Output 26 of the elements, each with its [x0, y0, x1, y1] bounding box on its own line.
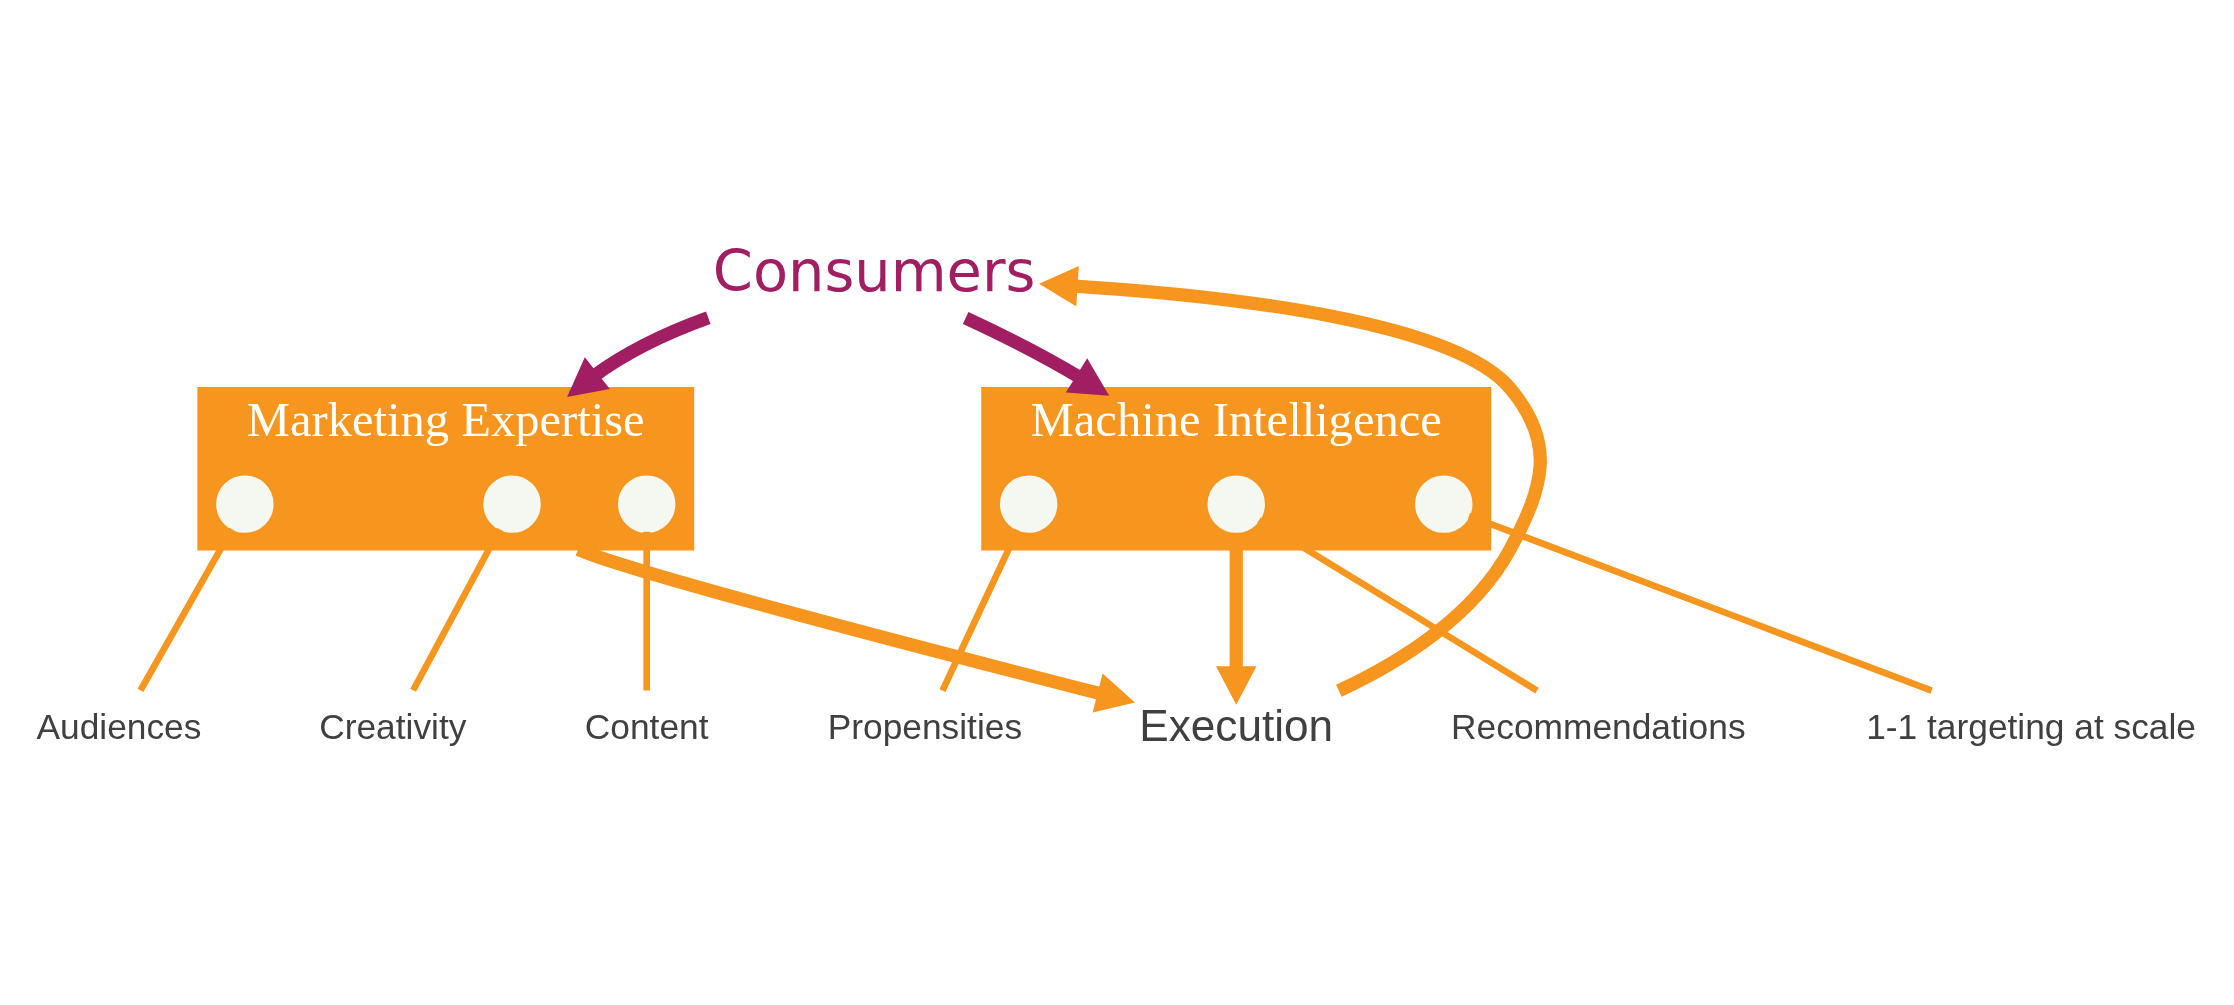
node-circle — [999, 474, 1058, 533]
cluster: Marketing Expertise — [197, 386, 695, 550]
node-circle — [216, 474, 274, 533]
connector — [137, 527, 235, 692]
connector — [643, 531, 650, 690]
connector — [410, 527, 503, 692]
cluster: Machine Intelligence — [981, 386, 1492, 550]
arrow — [1216, 548, 1257, 705]
node-circle — [1415, 474, 1473, 533]
arrow — [567, 311, 711, 397]
connector — [939, 528, 1021, 692]
node-text: Propensities — [827, 706, 1023, 746]
connector — [1257, 516, 1539, 693]
arrow — [962, 311, 1110, 396]
node-text: Execution — [1139, 700, 1334, 750]
arrow — [1039, 265, 1547, 697]
node-circle — [1207, 474, 1265, 533]
node-text: Audiences — [36, 706, 202, 746]
node-circle — [483, 474, 541, 533]
node-text: Recommendations — [1451, 706, 1746, 746]
node-text: 1-1 targeting at scale — [1866, 706, 2196, 746]
connector — [1467, 512, 1933, 694]
node-circle — [618, 474, 676, 533]
node-text: Content — [584, 706, 709, 746]
node-text: Consumers — [712, 237, 1036, 305]
node-text: Creativity — [319, 706, 467, 746]
